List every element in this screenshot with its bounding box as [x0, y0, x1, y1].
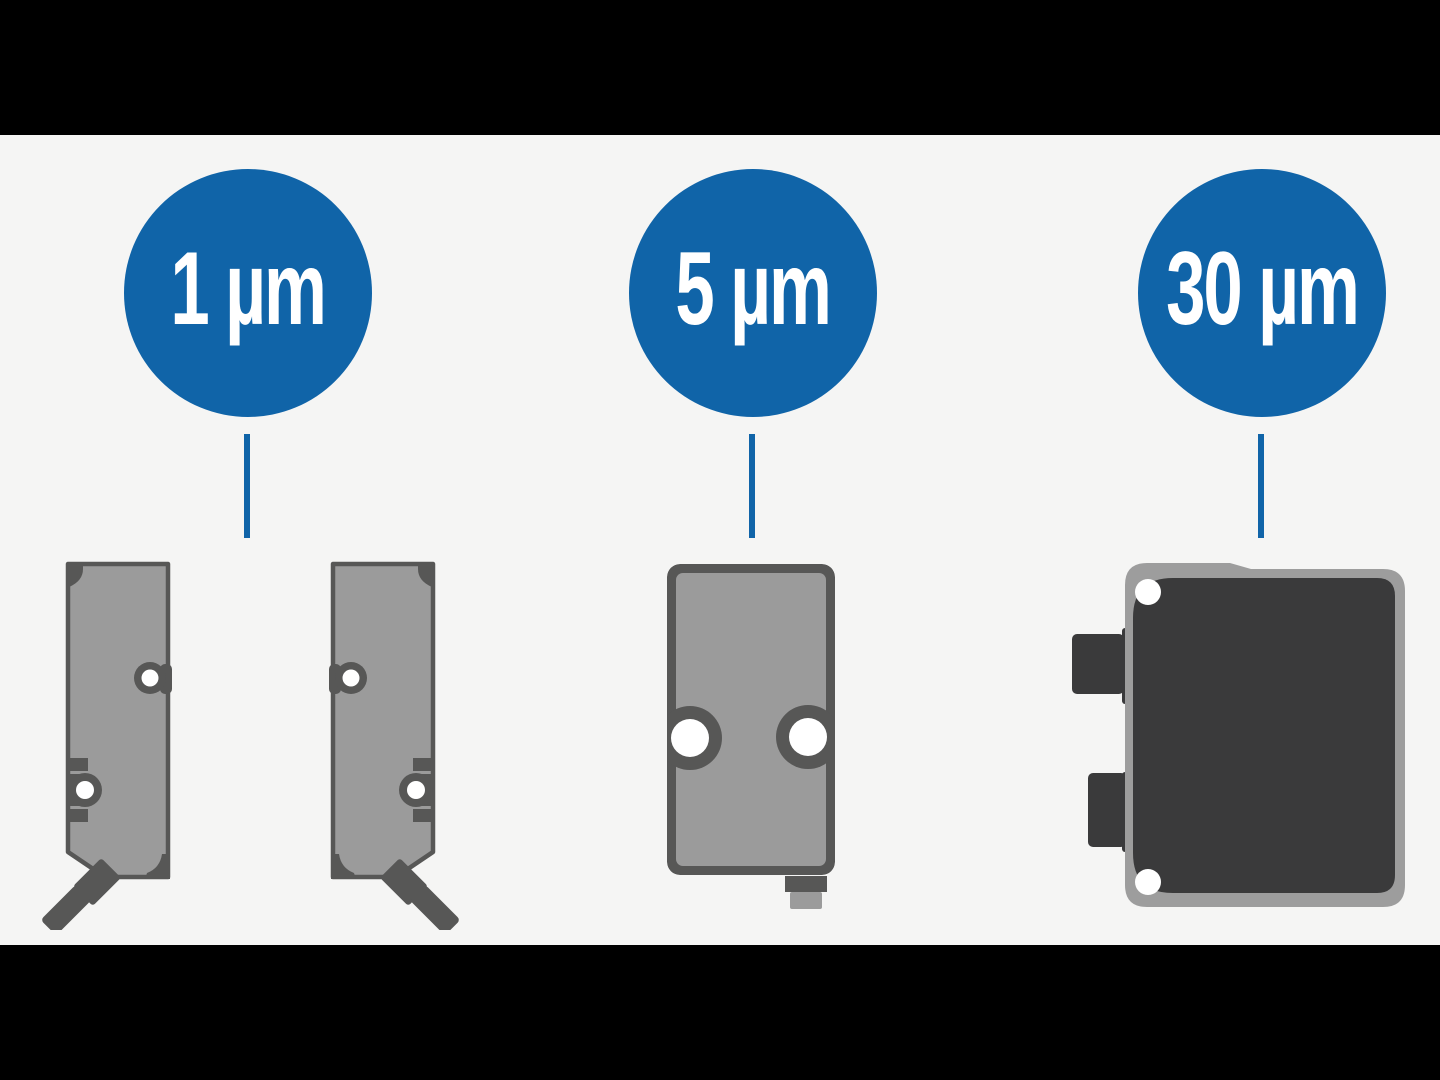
cable-connector: [74, 859, 120, 905]
letterbox-top: [0, 0, 1440, 135]
connector-block-upper: [1072, 634, 1124, 694]
sensor-face: [1133, 578, 1395, 893]
amplifier-body: [65, 561, 171, 880]
fiber-optic-amplifier-right-icon: [326, 560, 461, 930]
mounting-hole: [1135, 579, 1161, 605]
mounting-hole: [1135, 869, 1161, 895]
connector-block-lower: [1088, 773, 1126, 847]
corner-notch-top: [67, 562, 83, 587]
resolution-label: 30 µm: [1166, 231, 1360, 347]
connector-stub: [790, 892, 822, 909]
sensor-housing: [667, 564, 835, 875]
amplifier-unit: [42, 561, 172, 930]
corner-notch-bottom: [145, 854, 170, 879]
amplifier-unit-mirrored: [329, 562, 460, 930]
mounting-hole: [671, 719, 709, 757]
pointer-line-2: [749, 434, 755, 538]
laser-distance-sensor-icon: [1072, 563, 1405, 907]
connector-collar: [785, 876, 827, 892]
fiber-optic-amplifier-left-icon: [42, 561, 172, 930]
mounting-hole: [76, 781, 94, 799]
mounting-hole: [789, 718, 827, 756]
cable-stub: [42, 886, 90, 930]
compact-photoelectric-sensor-icon: [667, 564, 835, 909]
resolution-badge-30um: 30 µm: [1138, 169, 1386, 417]
resolution-badge-1um: 1 µm: [124, 169, 372, 417]
pointer-line-3: [1258, 434, 1264, 538]
letterbox-bottom: [0, 945, 1440, 1080]
comparison-stage: 1 µm 5 µm 30 µm: [0, 135, 1440, 945]
clip-tab-upper: [66, 758, 88, 771]
mounting-hole: [141, 669, 159, 687]
resolution-label: 1 µm: [170, 231, 327, 347]
clip-tab-lower: [66, 809, 88, 822]
resolution-label: 5 µm: [675, 231, 832, 347]
resolution-badge-5um: 5 µm: [629, 169, 877, 417]
pointer-line-1: [244, 434, 250, 538]
housing-face: [676, 573, 826, 866]
